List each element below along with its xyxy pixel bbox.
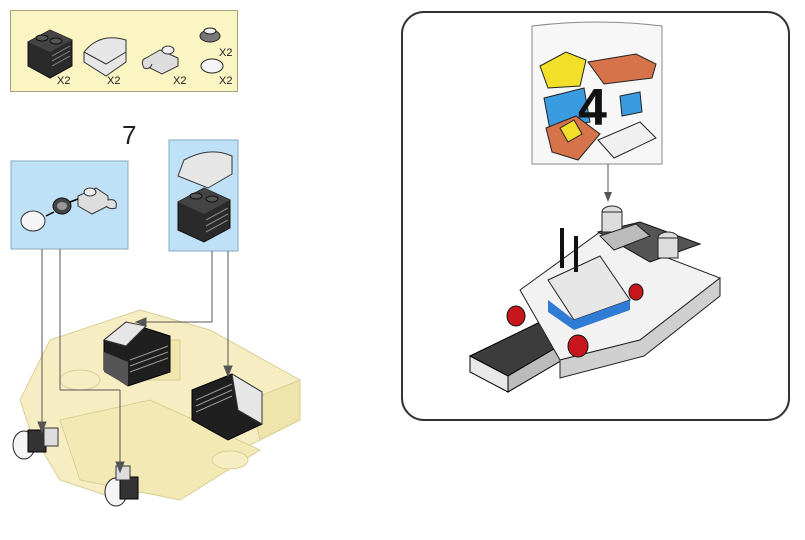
arrow-icon — [37, 249, 233, 474]
part-qty-5: X2 — [219, 75, 233, 87]
parts-bag-icon — [531, 21, 663, 202]
black-grille-brick-icon — [27, 29, 73, 79]
grille-brick-placed-bottom — [191, 373, 263, 441]
clip-wheel-left — [12, 427, 59, 460]
round-plate-icon — [199, 27, 221, 43]
ship-model-icon — [468, 205, 722, 393]
part-qty-4: X2 — [219, 47, 233, 59]
curved-slope-icon — [83, 37, 127, 77]
part-qty-2: X2 — [107, 75, 121, 87]
clip-plate-icon — [141, 45, 179, 75]
bag-number: 4 — [578, 79, 607, 137]
part-qty-1: X2 — [57, 75, 71, 87]
sub-assembly-clip-icon — [20, 187, 117, 232]
part-qty-3: X2 — [173, 75, 187, 87]
sub-assembly-slope-icon — [177, 151, 233, 243]
round-tile-icon — [200, 58, 224, 74]
step-number: 7 — [122, 120, 137, 150]
clip-wheel-right — [104, 465, 139, 507]
grille-brick-placed-top — [102, 321, 171, 387]
